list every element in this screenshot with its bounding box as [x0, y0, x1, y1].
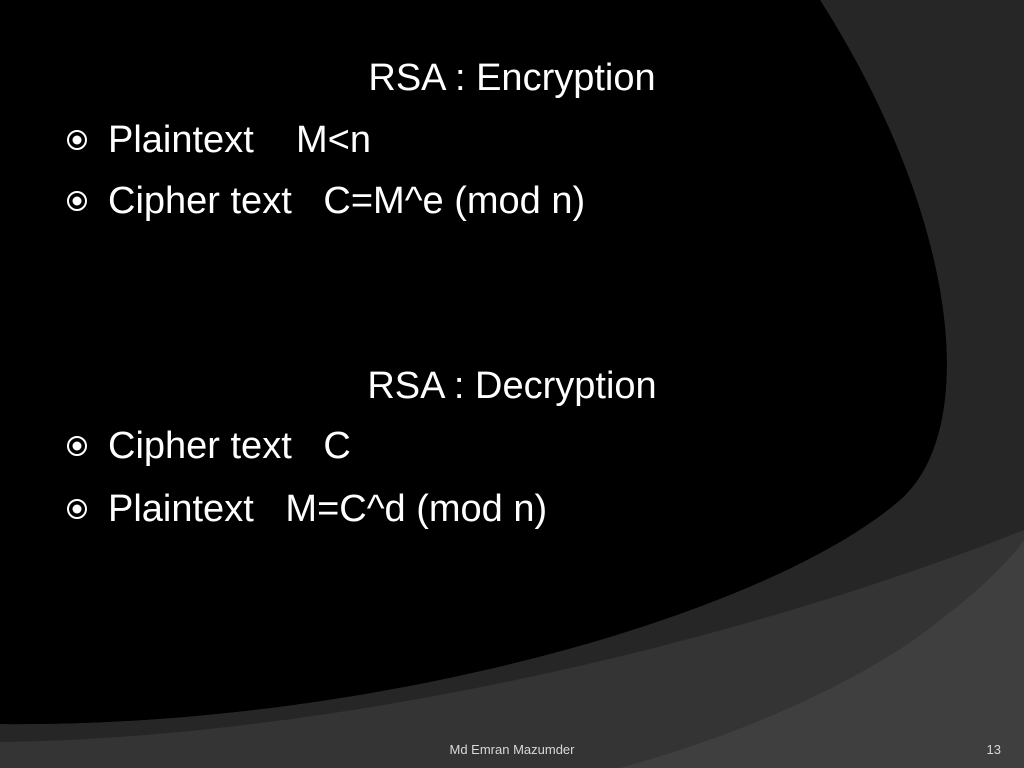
- bullet-item-plaintext-decrypt: Plaintext M=C^d (mod n): [64, 485, 547, 533]
- bullet-item-ciphertext: Cipher text C=M^e (mod n): [64, 177, 585, 225]
- background-curve-highlight: [620, 540, 1024, 768]
- bullet-item-ciphertext-decrypt: Cipher text C: [64, 422, 351, 470]
- background-curve-lower: [0, 530, 1024, 768]
- encryption-heading: RSA : Encryption: [368, 57, 656, 99]
- bullet-text: Cipher text C: [108, 425, 351, 467]
- bullet-text: Plaintext M<n: [108, 119, 371, 161]
- radio-bullet-icon: [66, 116, 102, 164]
- bullet-text: Plaintext M=C^d (mod n): [108, 488, 548, 530]
- decryption-heading: RSA : Decryption: [367, 365, 657, 407]
- footer-author: Md Emran Mazumder: [449, 742, 575, 757]
- bullet-text: Cipher text C=M^e (mod n): [108, 180, 586, 222]
- radio-bullet-icon: [66, 485, 102, 533]
- radio-bullet-icon: [66, 422, 102, 470]
- bullet-item-plaintext: Plaintext M<n: [64, 116, 371, 164]
- radio-bullet-icon: [66, 177, 102, 225]
- background-main-black: [0, 0, 947, 724]
- page-number: 13: [986, 742, 1001, 757]
